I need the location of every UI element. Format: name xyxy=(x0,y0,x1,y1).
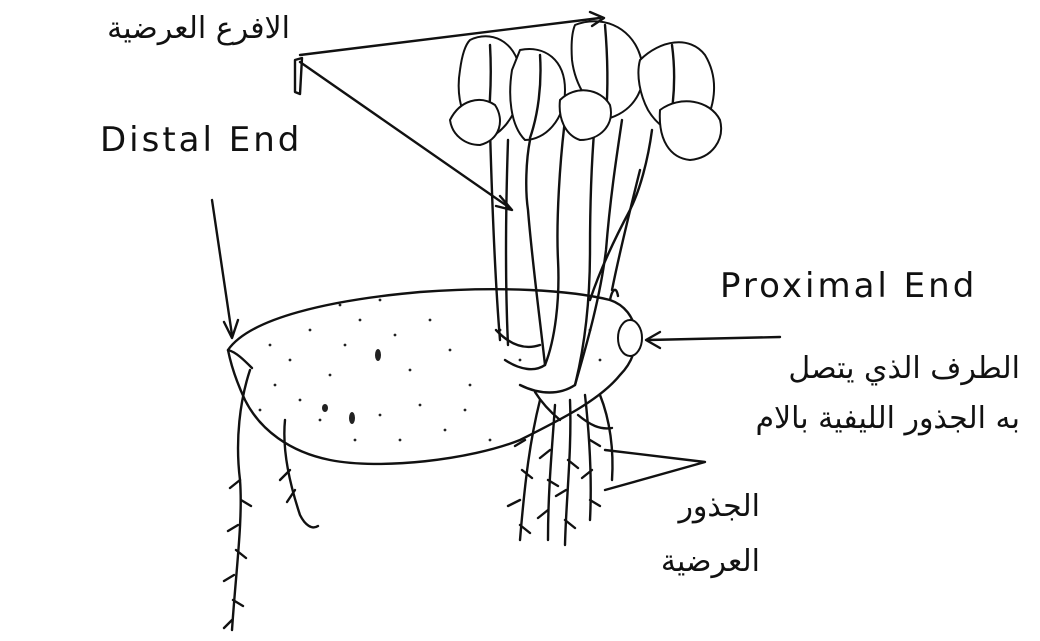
label-proximal-end: Proximal End xyxy=(720,268,977,305)
leaves xyxy=(450,21,721,160)
distal-roots xyxy=(224,370,318,630)
proximal-bud xyxy=(618,320,642,356)
roots-pointer xyxy=(605,450,705,490)
fibrous-roots xyxy=(508,392,613,545)
label-proximal-desc-1: الطرف الذي يتصل xyxy=(700,352,1020,385)
proximal-pointer xyxy=(646,332,780,348)
tuber-body xyxy=(228,289,636,464)
label-proximal-desc-2: به الجذور الليفية بالام xyxy=(660,402,1020,435)
label-adventitious-roots-1: الجذور xyxy=(620,490,760,523)
tuber-texture xyxy=(259,299,602,442)
label-adventitious-shoots: الافرع العرضية xyxy=(14,12,290,45)
label-adventitious-roots-2: العرضية xyxy=(600,545,760,578)
label-distal-end: Distal End xyxy=(100,122,302,159)
distal-pointer xyxy=(212,200,238,338)
